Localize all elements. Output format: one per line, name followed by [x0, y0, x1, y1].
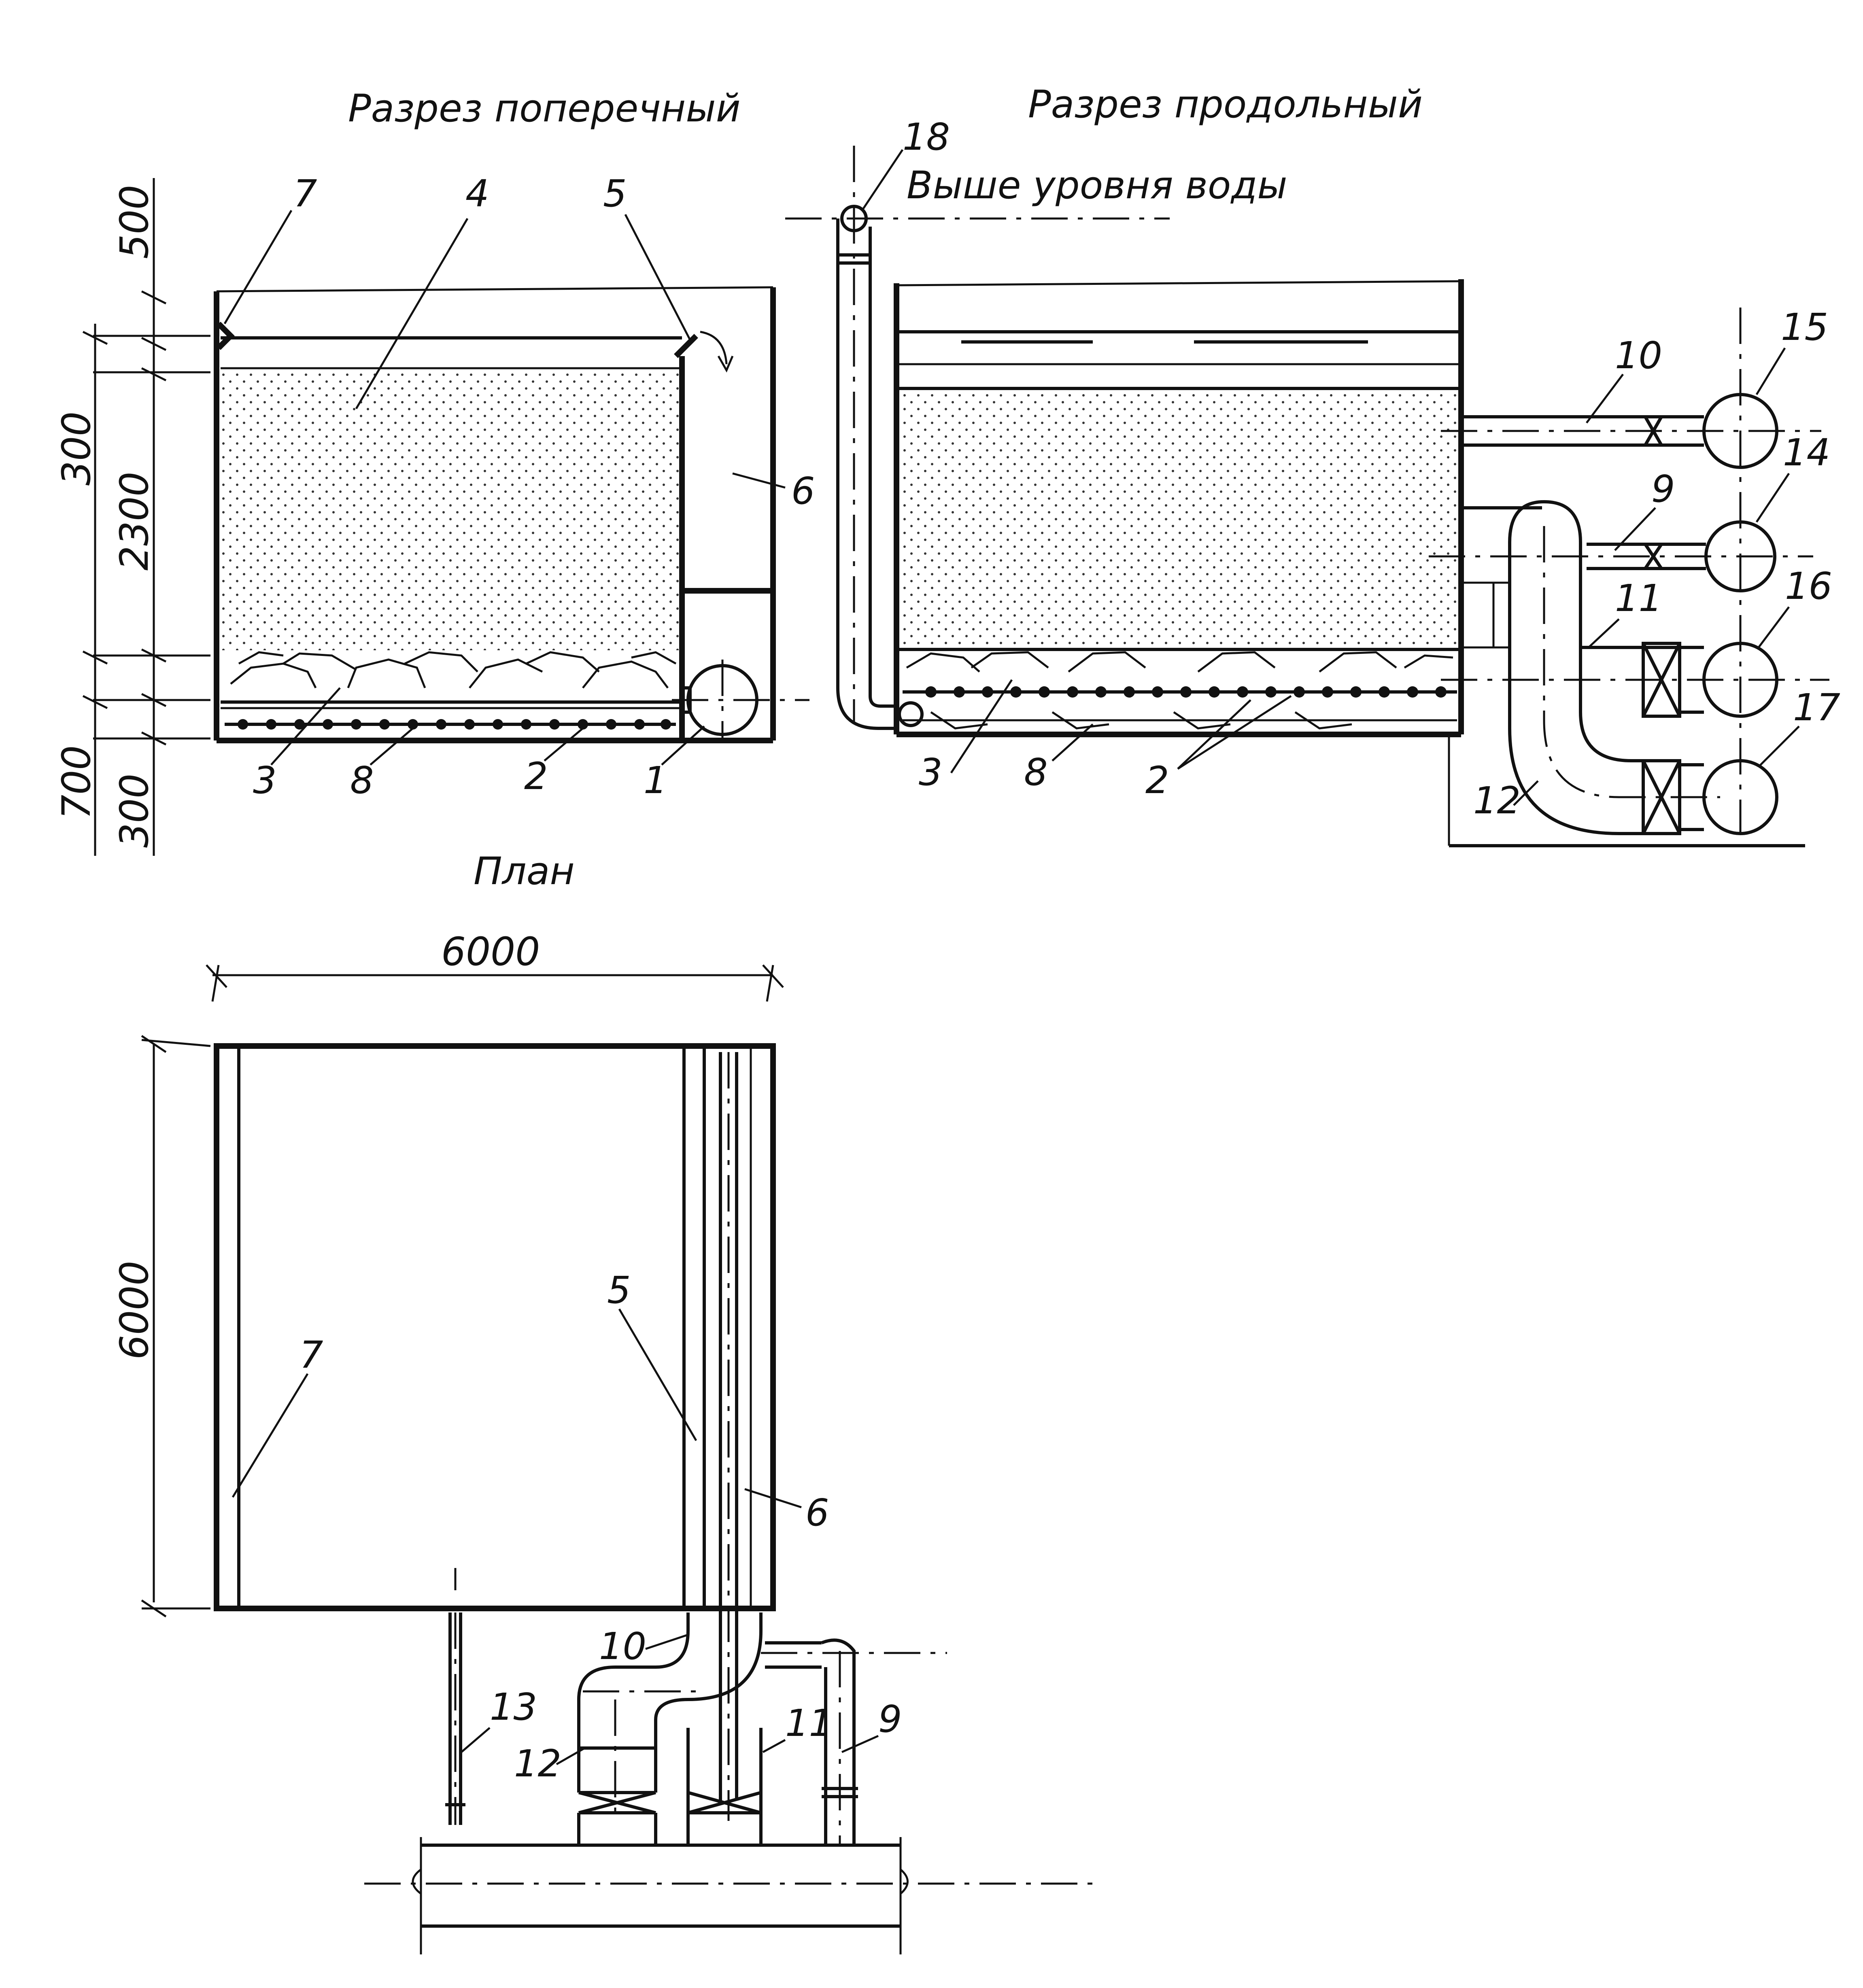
plan-label-12: 12	[514, 1742, 561, 1785]
long-label-18: 18	[903, 115, 950, 159]
cross-label-7: 7	[293, 172, 317, 215]
dim-300-top: 300	[54, 412, 99, 486]
long-label-16: 16	[1785, 564, 1832, 608]
long-label-3: 3	[919, 751, 943, 794]
long-sand-layer	[899, 390, 1459, 649]
plan-label-6: 6	[805, 1491, 829, 1534]
dim-300-bottom: 300	[112, 774, 157, 848]
plan-length-dim: 6000	[112, 1261, 157, 1360]
plan-title: План	[474, 849, 575, 893]
cross-label-1: 1	[644, 759, 667, 802]
cross-label-2: 2	[524, 755, 548, 798]
plan-label-9: 9	[878, 1697, 902, 1741]
dim-500: 500	[112, 185, 157, 259]
long-label-12: 12	[1473, 779, 1521, 822]
cross-label-8: 8	[350, 759, 374, 802]
long-label-14: 14	[1783, 431, 1830, 474]
long-label-15: 15	[1781, 306, 1828, 349]
plan-label-10: 10	[599, 1625, 646, 1668]
plan-label-13: 13	[490, 1685, 537, 1729]
long-label-9: 9	[1651, 467, 1675, 511]
plan-label-7: 7	[300, 1333, 323, 1377]
cross-label-6: 6	[791, 469, 815, 513]
long-label-2: 2	[1145, 759, 1169, 802]
long-label-17: 17	[1793, 686, 1840, 729]
cross-label-4: 4	[465, 172, 489, 215]
cross-section-title: Разрез поперечный	[348, 87, 741, 131]
plan-width-dim: 6000	[441, 929, 540, 974]
long-label-8: 8	[1024, 751, 1048, 794]
plan-label-5: 5	[607, 1269, 631, 1312]
cross-label-3: 3	[253, 759, 277, 802]
dim-700: 700	[54, 745, 99, 819]
long-label-11: 11	[1615, 577, 1662, 620]
cross-label-5: 5	[603, 172, 627, 215]
plan-view: 6000 6000 7 5 6 13	[112, 929, 1101, 1954]
sand-layer	[221, 369, 680, 650]
long-label-10: 10	[1615, 334, 1662, 377]
long-section-title: Разрез продольный	[1028, 83, 1423, 127]
cross-section: 500 300 2300 700 300	[54, 172, 815, 856]
dim-2300: 2300	[112, 472, 157, 571]
long-section: 18	[785, 115, 1840, 847]
above-water-note: Выше уровня воды	[907, 163, 1287, 208]
